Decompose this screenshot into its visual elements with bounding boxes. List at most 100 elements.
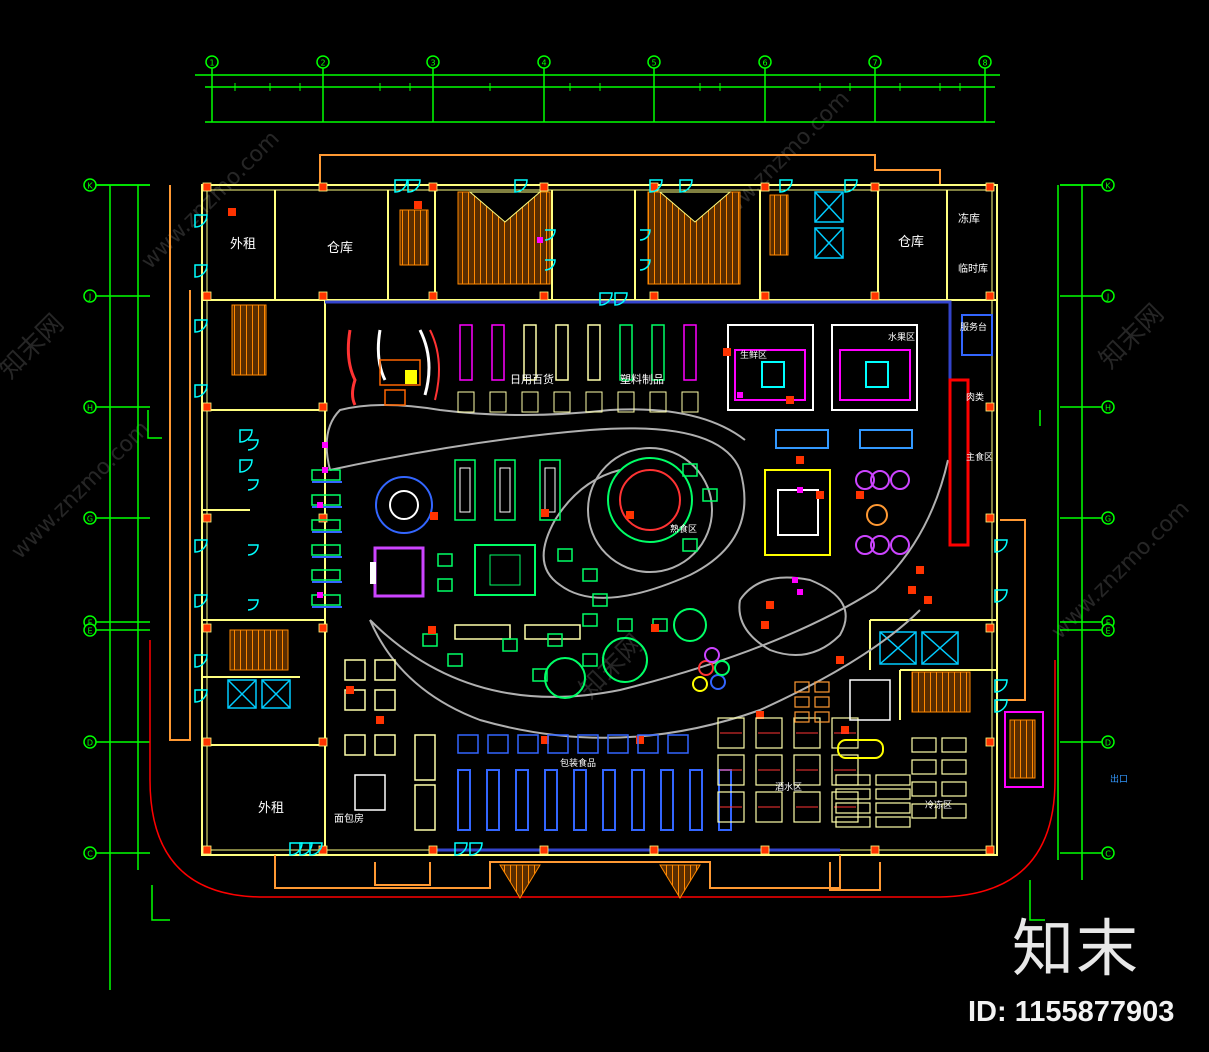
deli-counter <box>344 734 366 756</box>
column <box>428 291 438 301</box>
cold-shelf <box>941 803 967 819</box>
gondola-shelf <box>494 459 516 521</box>
axis-label-right: J <box>1106 293 1109 302</box>
axis-bubble-top <box>978 55 992 69</box>
door-swing <box>469 842 483 856</box>
watermark-brand-1: 知末网 <box>0 309 70 385</box>
column <box>985 737 995 747</box>
column <box>870 291 880 301</box>
watermark-brand-3: 知末网 <box>574 629 650 705</box>
display-table <box>582 653 598 667</box>
round-display <box>866 504 888 526</box>
axis-label-right: H <box>1105 404 1111 413</box>
column <box>318 513 328 523</box>
axis-label-left: G <box>87 515 93 524</box>
fixture-marker <box>796 456 804 464</box>
door-swing <box>544 229 556 241</box>
door-swing <box>994 699 1008 713</box>
fresh-shelf <box>859 429 913 449</box>
round-display <box>855 470 875 490</box>
fixture-marker <box>792 577 798 583</box>
drinks-shelf <box>755 791 783 823</box>
display-table <box>582 568 598 582</box>
column <box>318 402 328 412</box>
end-display <box>457 734 479 754</box>
deli-shelf <box>794 696 810 708</box>
label-temp-storage: 临时库 <box>958 262 988 275</box>
room-labels: 外租 仓库 仓库 冻库 临时库 外租 面包房 <box>230 211 988 825</box>
column <box>760 291 770 301</box>
door-swing <box>247 439 259 451</box>
column <box>202 845 212 855</box>
door-swing <box>514 179 528 193</box>
label-frozen: 冷冻区 <box>925 799 952 811</box>
frozen-shelf <box>875 788 911 800</box>
purple-display <box>373 546 425 598</box>
outer-perimeter <box>149 154 1056 898</box>
food-gondola <box>573 769 587 831</box>
end-display <box>487 734 509 754</box>
gondola-shelf <box>555 324 569 381</box>
label-service: 服务台 <box>960 321 987 333</box>
fixture-marker <box>723 348 731 356</box>
column <box>202 737 212 747</box>
round-display <box>602 637 648 683</box>
fixture-marker <box>322 442 328 448</box>
stair-right-b <box>911 671 971 713</box>
axis-bubble-left <box>83 178 97 192</box>
deli-counter <box>374 659 396 681</box>
axis-bubble-right <box>1101 623 1115 637</box>
deli-counter <box>414 784 436 831</box>
display-table <box>557 548 573 562</box>
axis-bubble-right <box>1101 846 1115 860</box>
label-center: 熟食区 <box>670 523 697 535</box>
gondola-shelf <box>619 324 633 381</box>
square-display-inner <box>489 554 521 586</box>
column <box>202 513 212 523</box>
shelf-end <box>617 391 635 413</box>
fixture-marker <box>916 566 924 574</box>
watermark-site-1: www.znzmo.com <box>137 126 285 274</box>
display-table <box>532 668 548 682</box>
fresh-shelf <box>775 429 829 449</box>
shelving-fixtures <box>311 324 913 831</box>
axis-label-left: C <box>87 850 93 859</box>
column-marker <box>370 562 376 584</box>
food-gondola <box>660 769 674 831</box>
fixture-marker <box>537 237 543 243</box>
round-display <box>389 490 419 520</box>
fixture-marker <box>651 624 659 632</box>
wall-shelf <box>311 544 341 556</box>
display-table <box>437 553 453 567</box>
column <box>985 402 995 412</box>
column <box>318 623 328 633</box>
deli-shelf <box>814 696 830 708</box>
top-dimension-lines <box>195 68 1000 123</box>
gondola-horizontal <box>524 624 581 640</box>
axis-bubble-left <box>83 511 97 525</box>
deli-counter <box>414 734 436 781</box>
display-table <box>422 633 438 647</box>
label-fresh-b: 水果区 <box>888 331 915 343</box>
axis-label-right: D <box>1105 739 1111 748</box>
fixture-marker <box>797 589 803 595</box>
column <box>985 291 995 301</box>
column <box>985 845 995 855</box>
round-display <box>855 535 875 555</box>
fixture-marker <box>737 392 743 398</box>
drinks-shelf <box>755 754 783 786</box>
axis-bubble-left <box>83 735 97 749</box>
axis-bubble-left <box>83 289 97 303</box>
door-swing <box>194 264 208 278</box>
label-warehouse-right: 仓库 <box>898 234 924 250</box>
axis-label-top: 2 <box>320 59 325 68</box>
deli-counter <box>344 689 366 711</box>
fixture-marker <box>322 467 328 473</box>
fixtures-upper-left <box>346 329 440 406</box>
gondola-shelf <box>454 459 476 521</box>
label-daily-goods: 日用百货 <box>510 372 554 386</box>
drinks-shelf <box>755 717 783 749</box>
drinks-shelf <box>793 791 821 823</box>
